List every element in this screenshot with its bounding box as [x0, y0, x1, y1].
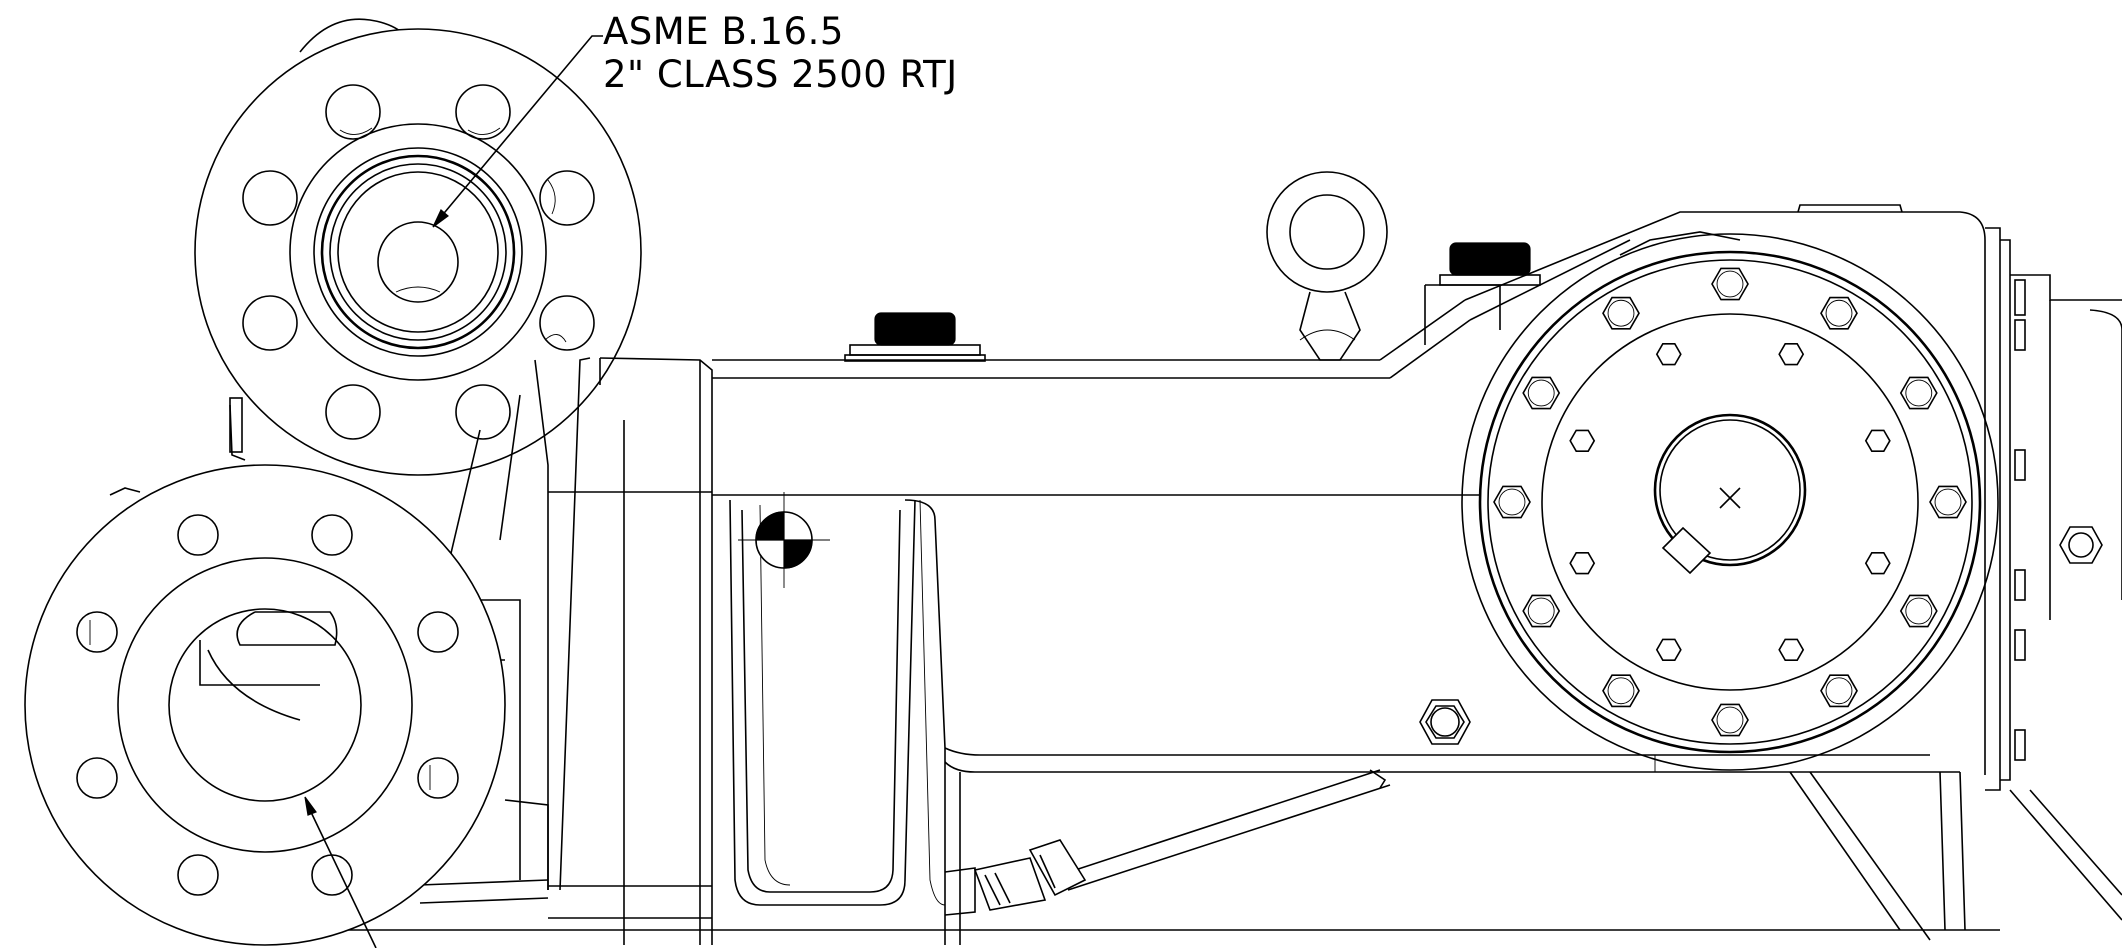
cover-bolt	[1522, 594, 1561, 628]
flange-bore	[377, 221, 459, 303]
drain-plug	[1419, 699, 1471, 745]
bolt-hole	[455, 384, 511, 440]
bolt-hole	[325, 84, 381, 140]
crankcase-cover	[1541, 313, 1919, 691]
bore-inner-edge	[395, 286, 441, 293]
ring-groove-mid	[320, 154, 516, 350]
cover-bolt	[1778, 638, 1805, 662]
ring-groove-core	[337, 171, 499, 333]
bolt-hole	[76, 757, 118, 799]
flange-raised-face	[117, 557, 413, 853]
crankcase-rim-outer	[1461, 233, 1999, 771]
flange-outer-rim	[194, 28, 642, 476]
cover-bolt	[1493, 485, 1531, 519]
bolt-hole	[76, 611, 118, 653]
rear-housing	[1789, 227, 2122, 941]
cover-bolt	[1569, 551, 1596, 575]
bolt-hole	[242, 295, 298, 351]
cover-bolt	[1655, 638, 1682, 662]
lifting-eye	[1266, 171, 1388, 361]
cover-bolt	[1899, 594, 1938, 628]
bolt-hole	[311, 514, 353, 556]
flange-bore	[168, 608, 362, 802]
cover-bolt	[1522, 376, 1561, 410]
flange-raised-face	[289, 123, 547, 381]
callout-line-standard: ASME B.16.5	[603, 10, 844, 53]
bolt-hole	[417, 757, 459, 799]
cover-bolt	[1602, 296, 1640, 330]
ring-groove-inner	[329, 163, 507, 341]
cover-bolt	[1569, 429, 1596, 453]
suction-flange	[24, 464, 506, 946]
shaft-boss-inner	[1659, 419, 1801, 561]
cover-bolt	[1899, 376, 1938, 410]
power-end-housing	[1461, 204, 1999, 775]
shaft-key	[1661, 526, 1712, 575]
hex-nut	[2059, 526, 2103, 564]
bolt-hole	[417, 611, 459, 653]
cover-bolt	[1864, 551, 1891, 575]
crankcase-rim	[1478, 250, 1982, 754]
bolt-hole	[242, 170, 298, 226]
leader-line	[432, 35, 603, 228]
cover-bolt	[1602, 674, 1640, 708]
bolt-hole	[177, 514, 219, 556]
cover-bolt	[1778, 342, 1805, 366]
callout-line-class: 2" CLASS 2500 RTJ	[603, 53, 958, 96]
hose-assembly	[944, 769, 1391, 916]
center-mark-icon	[1719, 487, 1741, 509]
cover-bolt	[1655, 342, 1682, 366]
cover-bolt	[1711, 703, 1749, 737]
crankcase-rim-inner	[1487, 259, 1973, 745]
center-of-gravity-icon	[738, 492, 830, 588]
pump-frame	[109, 299, 2000, 945]
breather-cap	[844, 312, 986, 362]
bolt-hole	[455, 84, 511, 140]
cover-bolt	[1864, 429, 1891, 453]
breather-cap	[1424, 242, 1541, 345]
cover-bolt	[1711, 267, 1749, 301]
bolt-hole	[539, 170, 595, 226]
bolt-hole	[325, 384, 381, 440]
flange-outer-rim	[24, 464, 506, 946]
cover-bolt	[1820, 296, 1858, 330]
bolt-hole	[539, 295, 595, 351]
leader-line	[304, 796, 377, 948]
cover-bolt	[1820, 674, 1858, 708]
discharge-flange	[194, 18, 642, 476]
bolt-hole	[177, 854, 219, 896]
lifting-eye-hole	[1289, 194, 1365, 270]
flange-spec-callout: ASME B.16.5 2" CLASS 2500 RTJ	[603, 10, 958, 96]
cover-bolt	[1929, 485, 1967, 519]
ring-groove-outer	[313, 147, 523, 357]
lifting-eye-ring	[1266, 171, 1388, 293]
shaft-boss	[1653, 413, 1807, 567]
